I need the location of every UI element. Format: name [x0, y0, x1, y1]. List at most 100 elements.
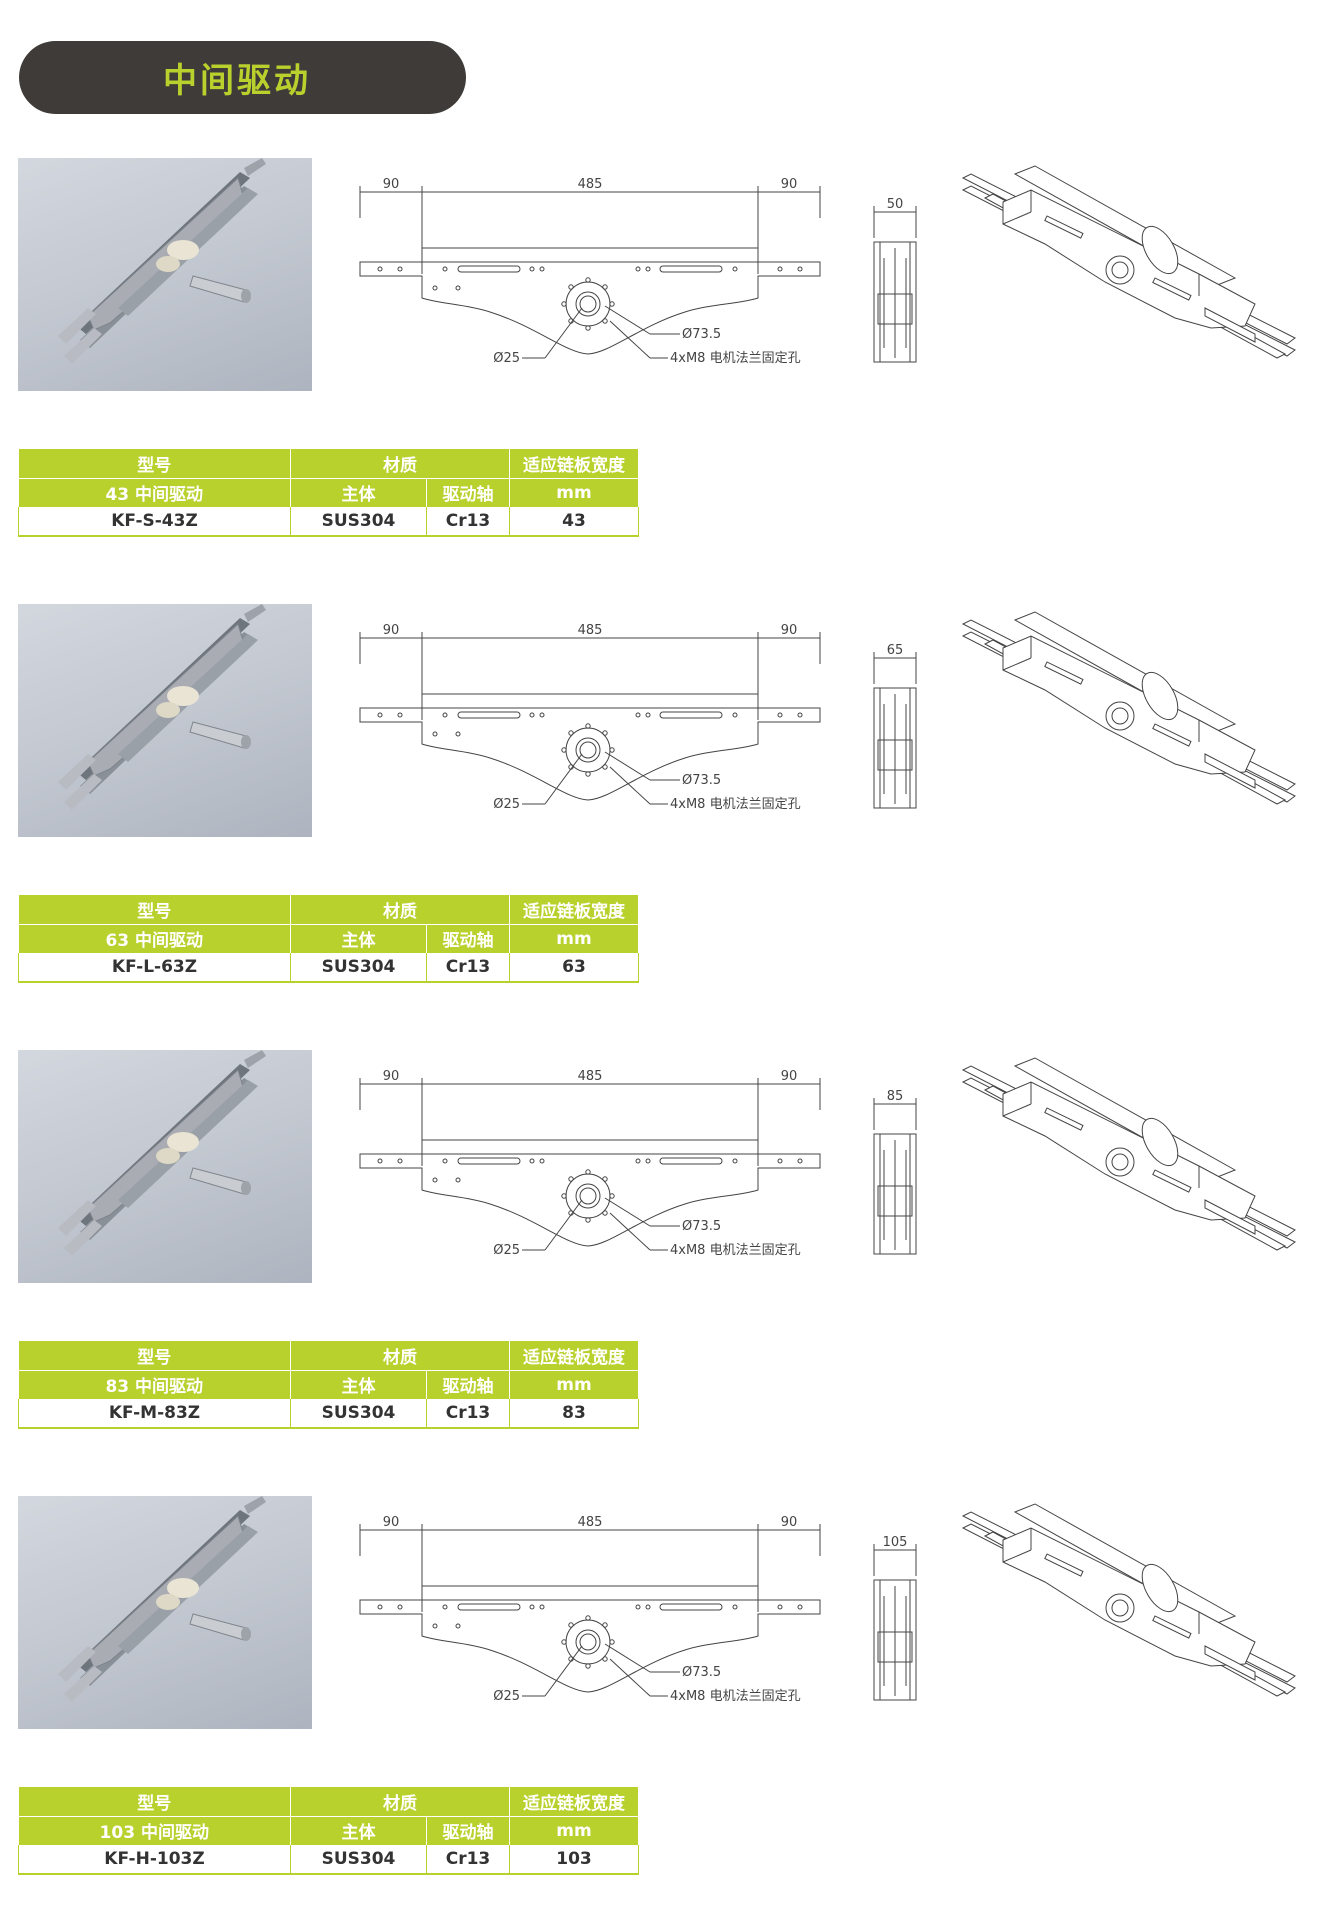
subheader-body: 主体 — [290, 923, 427, 953]
dim-right: 90 — [781, 178, 798, 192]
spec-table: 型号 材质 适应链板宽度 83 中间驱动 主体 驱动轴 mm KF-M-83Z … — [18, 1341, 639, 1429]
model-code: KF-H-103Z — [18, 1845, 291, 1875]
dim-middle: 485 — [578, 1070, 603, 1084]
shaft-dim: Ø25 — [493, 1243, 520, 1258]
shaft-material: Cr13 — [426, 507, 510, 537]
dim-left: 90 — [383, 178, 400, 192]
body-material: SUS304 — [290, 507, 427, 537]
chain-width: 43 — [509, 507, 639, 537]
width-dim: 65 — [887, 644, 904, 658]
flange-dim: Ø73.5 — [682, 1219, 721, 1234]
header-model: 型号 — [18, 895, 291, 924]
table-subheader-row: 83 中间驱动 主体 驱动轴 mm — [18, 1369, 639, 1399]
holes-note: 4xM8 电机法兰固定孔 — [670, 1689, 801, 1704]
side-view-drawing: 85 — [873, 1090, 917, 1255]
chain-width: 63 — [509, 953, 639, 983]
dim-left: 90 — [383, 1070, 400, 1084]
isometric-drawing — [961, 1057, 1296, 1251]
front-view-drawing: 90 485 90 Ø73.5 4xM8 电机法兰固定孔 Ø25 — [359, 1070, 821, 1258]
side-view-drawing: 50 — [873, 198, 917, 363]
subheader-shaft: 驱动轴 — [426, 923, 510, 953]
subheader-body: 主体 — [290, 477, 427, 507]
dim-left: 90 — [383, 624, 400, 638]
subheader-shaft: 驱动轴 — [426, 1815, 510, 1845]
page-title: 中间驱动 — [163, 61, 311, 101]
table-row: KF-L-63Z SUS304 Cr13 63 — [18, 953, 639, 983]
spec-table: 型号 材质 适应链板宽度 63 中间驱动 主体 驱动轴 mm KF-L-63Z … — [18, 895, 639, 983]
table-subheader-row: 103 中间驱动 主体 驱动轴 mm — [18, 1815, 639, 1845]
header-material: 材质 — [290, 1787, 510, 1816]
shaft-material: Cr13 — [426, 1399, 510, 1429]
shaft-material: Cr13 — [426, 953, 510, 983]
dim-middle: 485 — [578, 1516, 603, 1530]
body-material: SUS304 — [290, 1845, 427, 1875]
isometric-drawing — [961, 611, 1296, 805]
chain-width: 83 — [509, 1399, 639, 1429]
isometric-drawing — [961, 165, 1296, 359]
flange-dim: Ø73.5 — [682, 773, 721, 788]
dim-middle: 485 — [578, 624, 603, 638]
subheader-shaft: 驱动轴 — [426, 1369, 510, 1399]
table-subheader-row: 63 中间驱动 主体 驱动轴 mm — [18, 923, 639, 953]
product-photo — [18, 604, 312, 837]
dim-right: 90 — [781, 1070, 798, 1084]
body-material: SUS304 — [290, 953, 427, 983]
header-material: 材质 — [290, 449, 510, 478]
shaft-dim: Ø25 — [493, 1689, 520, 1704]
isometric-drawing — [961, 1503, 1296, 1697]
width-dim: 50 — [887, 198, 904, 212]
header-chain-width: 适应链板宽度 — [509, 1787, 639, 1816]
width-dim: 85 — [887, 1090, 904, 1104]
subheader-unit: mm — [509, 923, 639, 953]
width-dim: 105 — [883, 1536, 908, 1550]
holes-note: 4xM8 电机法兰固定孔 — [670, 797, 801, 812]
flange-dim: Ø73.5 — [682, 1665, 721, 1680]
model-code: KF-M-83Z — [18, 1399, 291, 1429]
model-name: 83 中间驱动 — [18, 1369, 291, 1399]
product-photo — [18, 158, 312, 391]
front-view-drawing: 90 485 90 Ø73.5 4xM8 电机法兰固定孔 Ø25 — [359, 178, 821, 366]
dim-right: 90 — [781, 1516, 798, 1530]
header-model: 型号 — [18, 1787, 291, 1816]
front-view-drawing: 90 485 90 Ø73.5 4xM8 电机法兰固定孔 Ø25 — [359, 624, 821, 812]
table-header-row: 型号 材质 适应链板宽度 — [18, 1341, 639, 1370]
header-model: 型号 — [18, 449, 291, 478]
product-section: 90 485 90 Ø73.5 4xM8 电机法兰固定孔 Ø25 85 — [0, 1050, 1331, 1470]
front-view-drawing: 90 485 90 Ø73.5 4xM8 电机法兰固定孔 Ø25 — [359, 1516, 821, 1704]
shaft-material: Cr13 — [426, 1845, 510, 1875]
title-banner: 中间驱动 — [19, 41, 466, 114]
chain-width: 103 — [509, 1845, 639, 1875]
subheader-body: 主体 — [290, 1369, 427, 1399]
spec-table: 型号 材质 适应链板宽度 103 中间驱动 主体 驱动轴 mm KF-H-103… — [18, 1787, 639, 1875]
subheader-unit: mm — [509, 1815, 639, 1845]
dim-left: 90 — [383, 1516, 400, 1530]
model-name: 43 中间驱动 — [18, 477, 291, 507]
table-row: KF-M-83Z SUS304 Cr13 83 — [18, 1399, 639, 1429]
header-chain-width: 适应链板宽度 — [509, 1341, 639, 1370]
header-material: 材质 — [290, 895, 510, 924]
subheader-body: 主体 — [290, 1815, 427, 1845]
table-header-row: 型号 材质 适应链板宽度 — [18, 895, 639, 924]
product-section: 90 485 90 Ø73.5 4xM8 电机法兰固定孔 Ø25 65 — [0, 604, 1331, 1024]
product-section: 90 485 90 Ø73.5 4xM8 电机法兰固定孔 Ø25 50 — [0, 158, 1331, 578]
header-chain-width: 适应链板宽度 — [509, 449, 639, 478]
side-view-drawing: 105 — [873, 1536, 917, 1701]
header-material: 材质 — [290, 1341, 510, 1370]
product-photo — [18, 1050, 312, 1283]
holes-note: 4xM8 电机法兰固定孔 — [670, 351, 801, 366]
subheader-unit: mm — [509, 1369, 639, 1399]
model-code: KF-S-43Z — [18, 507, 291, 537]
flange-dim: Ø73.5 — [682, 327, 721, 342]
product-photo — [18, 1496, 312, 1729]
model-code: KF-L-63Z — [18, 953, 291, 983]
shaft-dim: Ø25 — [493, 351, 520, 366]
header-model: 型号 — [18, 1341, 291, 1370]
spec-table: 型号 材质 适应链板宽度 43 中间驱动 主体 驱动轴 mm KF-S-43Z … — [18, 449, 639, 537]
body-material: SUS304 — [290, 1399, 427, 1429]
dim-right: 90 — [781, 624, 798, 638]
holes-note: 4xM8 电机法兰固定孔 — [670, 1243, 801, 1258]
table-header-row: 型号 材质 适应链板宽度 — [18, 449, 639, 478]
dim-middle: 485 — [578, 178, 603, 192]
subheader-shaft: 驱动轴 — [426, 477, 510, 507]
header-chain-width: 适应链板宽度 — [509, 895, 639, 924]
